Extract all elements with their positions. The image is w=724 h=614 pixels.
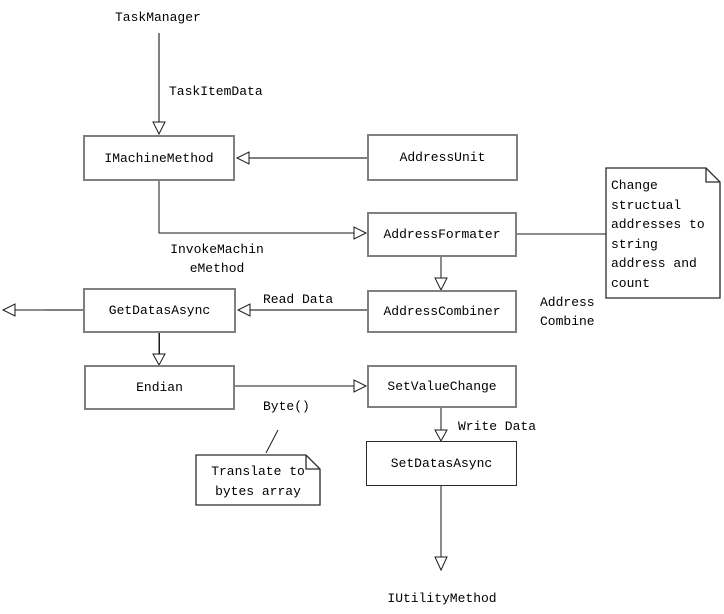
connector-imachinemethod-addressformater xyxy=(158,181,368,240)
note-shape-translate-bytes xyxy=(195,454,321,506)
connector-getdatasasync-offpage xyxy=(1,303,83,317)
connector-setvaluechange-setdatasasync xyxy=(434,408,448,443)
node-getdatasasync: GetDatasAsync xyxy=(83,288,236,333)
node-imachinemethod: IMachineMethod xyxy=(83,135,235,181)
connector-taskmanager-imachinemethod xyxy=(152,33,166,136)
note-text-translate-bytes: Translate to bytes array xyxy=(211,464,305,499)
connector-addresscombiner-getdatasasync xyxy=(236,303,367,317)
connector-setdatasasync-iutilitymethod xyxy=(434,486,448,572)
label-write-data: Write Data xyxy=(458,419,537,434)
node-setvaluechange: SetValueChange xyxy=(367,365,517,408)
note-pointer-line xyxy=(265,429,279,454)
label-byte: Byte() xyxy=(263,399,310,414)
note-text-change-structural: Change structual addresses to string add… xyxy=(611,178,705,291)
connector-addressunit-imachinemethod xyxy=(235,151,367,165)
connector-getdatasasync-endian xyxy=(152,333,166,367)
node-setdatasasync: SetDatasAsync xyxy=(366,441,517,486)
label-address-combine: Address Combine xyxy=(540,295,595,329)
note-shape-change-structural xyxy=(605,167,721,299)
node-addressformater: AddressFormater xyxy=(367,212,517,257)
label-taskitemdata: TaskItemData xyxy=(169,84,263,99)
label-iutilitymethod: IUtilityMethod xyxy=(387,591,497,606)
node-endian: Endian xyxy=(84,365,235,410)
label-read-data: Read Data xyxy=(263,292,334,307)
node-addressunit: AddressUnit xyxy=(367,134,518,181)
label-invokemachinemethod: InvokeMachin eMethod xyxy=(170,242,264,276)
node-addresscombiner: AddressCombiner xyxy=(367,290,517,333)
label-taskmanager: TaskManager xyxy=(115,10,201,25)
connector-addressformater-addresscombiner xyxy=(434,257,448,292)
connector-endian-setvaluechange xyxy=(235,379,368,393)
